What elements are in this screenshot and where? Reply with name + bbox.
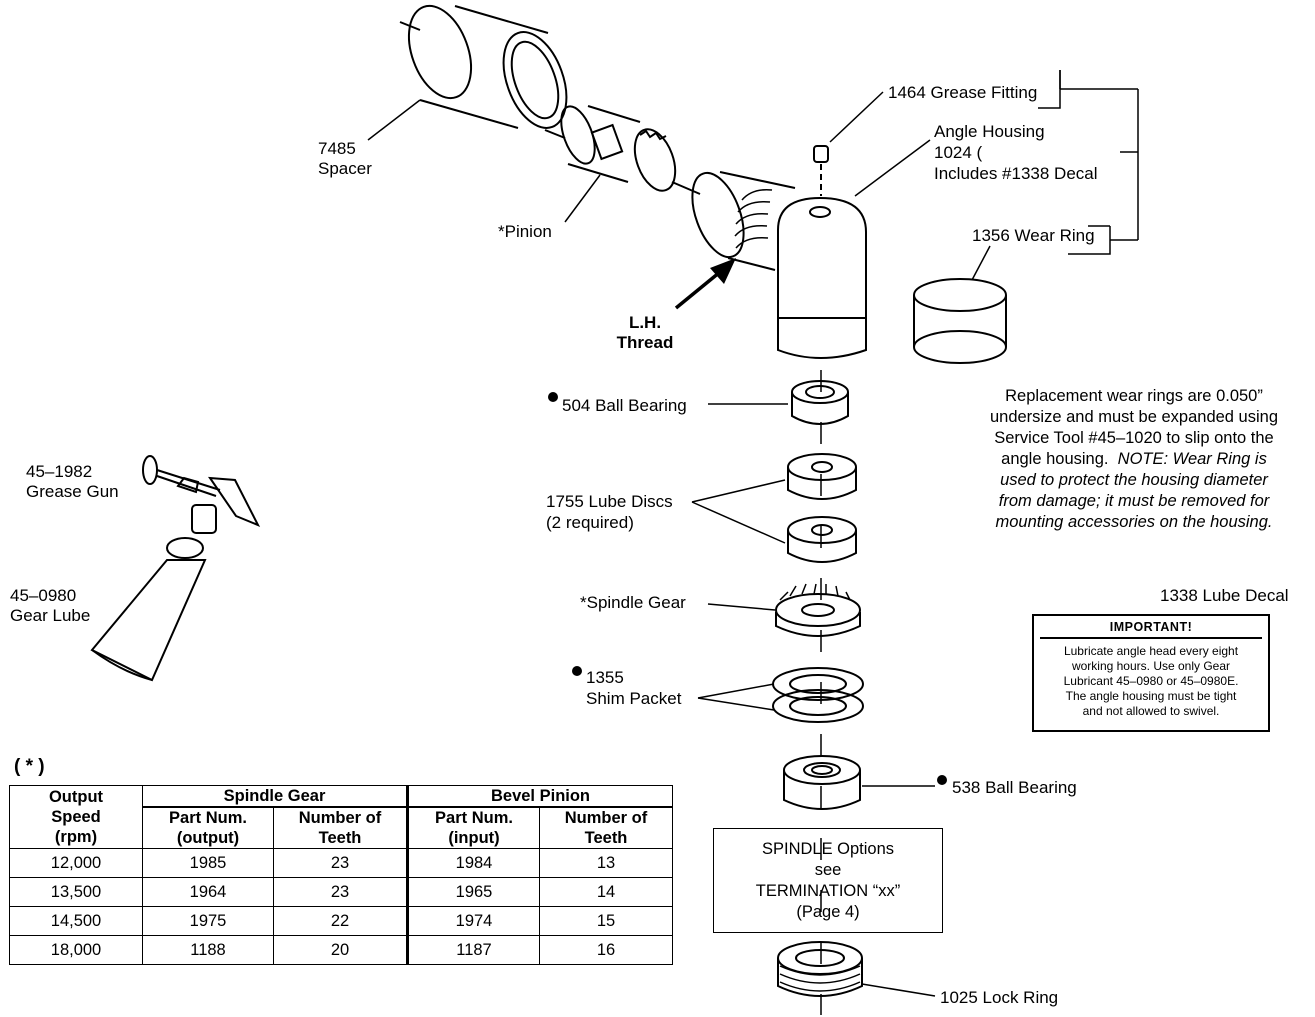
angle-housing-part-number: 1024 ( bbox=[934, 143, 983, 162]
decal-line: and not allowed to swivel. bbox=[1082, 704, 1220, 718]
shim-packet-label: Shim Packet bbox=[586, 689, 682, 708]
note-italic: from damage; it must be removed for bbox=[998, 492, 1270, 510]
spindle-options-box: SPINDLE Options see TERMINATION “xx” (Pa… bbox=[713, 828, 943, 933]
note-line: undersize and must be expanded using bbox=[989, 408, 1279, 426]
spindle-options-line: (Page 4) bbox=[796, 903, 860, 921]
gear-lube-label: Gear Lube bbox=[10, 606, 91, 625]
lh-thread-arrow bbox=[674, 270, 722, 310]
wear-ring-note: Replacement wear rings are 0.050” unders… bbox=[958, 386, 1310, 533]
ball-bearing-538-part bbox=[783, 755, 861, 810]
note-line: Replacement wear rings are 0.050” bbox=[1005, 387, 1263, 405]
leader-lines bbox=[367, 70, 1139, 997]
grease-fitting-part bbox=[813, 145, 829, 196]
lh-thread-arrowhead bbox=[710, 258, 736, 284]
lube-disc-part bbox=[787, 453, 857, 563]
bullet-icon bbox=[572, 666, 582, 676]
decal-line: The angle housing must be tight bbox=[1065, 689, 1237, 703]
header-part-num-output: Part Num.(output) bbox=[142, 806, 274, 849]
gear-lube-part-number: 45–0980 bbox=[10, 586, 77, 605]
decal-header: IMPORTANT! bbox=[1040, 620, 1262, 639]
spacer-label: Spacer bbox=[318, 159, 372, 178]
lh-thread-label-2: Thread bbox=[616, 333, 674, 352]
shim-packet-part bbox=[772, 667, 864, 723]
wear-ring-label: 1356 Wear Ring bbox=[972, 226, 1095, 245]
shim-part-number: 1355 bbox=[586, 668, 624, 687]
grease-gun-label: Grease Gun bbox=[26, 482, 119, 501]
lh-thread-label-1: L.H. bbox=[628, 313, 662, 332]
ball-bearing-538-label: 538 Ball Bearing bbox=[952, 778, 1077, 797]
note-italic: used to protect the housing diameter bbox=[1000, 471, 1268, 489]
lube-decal-box: IMPORTANT! Lubricate angle head every ei… bbox=[1032, 614, 1270, 732]
spacer-part-number: 7485 bbox=[318, 139, 356, 158]
decal-line: Lubricate angle head every eight bbox=[1063, 644, 1239, 658]
angle-housing-includes: Includes #1338 Decal bbox=[934, 164, 1098, 183]
lube-discs-quantity: (2 required) bbox=[546, 513, 634, 532]
bullet-icon bbox=[937, 775, 947, 785]
grease-gun-part-number: 45–1982 bbox=[26, 462, 93, 481]
wear-ring-part bbox=[913, 278, 1007, 364]
header-part-num-input: Part Num.(input) bbox=[406, 806, 540, 849]
note-italic: mounting accessories on the housing. bbox=[995, 513, 1273, 531]
lube-discs-label: 1755 Lube Discs bbox=[546, 492, 673, 511]
spindle-options-line: SPINDLE Options bbox=[761, 840, 895, 858]
ball-bearing-504-label: 504 Ball Bearing bbox=[562, 396, 687, 415]
grease-gun-part bbox=[142, 455, 261, 534]
header-bevel-pinion: Bevel Pinion bbox=[406, 785, 673, 808]
header-spindle-gear: Spindle Gear bbox=[142, 785, 408, 808]
grease-fitting-label: 1464 Grease Fitting bbox=[888, 83, 1038, 102]
angle-housing-part bbox=[691, 171, 867, 359]
angle-housing-label: Angle Housing bbox=[934, 122, 1045, 141]
decal-line: Lubricant 45–0980 or 45–0980E. bbox=[1063, 674, 1239, 688]
spacer-part bbox=[399, 4, 568, 129]
spindle-options-line: see bbox=[814, 861, 842, 879]
gear-lube-tube-part bbox=[90, 537, 207, 682]
note-line: Service Tool #45–1020 to slip onto the bbox=[994, 429, 1274, 447]
lock-ring-label: 1025 Lock Ring bbox=[940, 988, 1059, 1007]
bullet-icon bbox=[548, 392, 558, 402]
decal-line: working hours. Use only Gear bbox=[1071, 659, 1231, 673]
pinion-part bbox=[544, 105, 701, 195]
table-marker: ( * ) bbox=[14, 756, 45, 777]
ball-bearing-504-part bbox=[791, 380, 849, 425]
spindle-gear-part bbox=[775, 583, 861, 637]
spindle-gear-label: *Spindle Gear bbox=[580, 593, 686, 612]
lube-decal-label: 1338 Lube Decal bbox=[1160, 586, 1289, 605]
pinion-label: *Pinion bbox=[498, 222, 552, 241]
spindle-options-line: TERMINATION “xx” bbox=[755, 882, 901, 900]
lock-ring-part bbox=[777, 941, 863, 997]
note-italic: NOTE: Wear Ring is bbox=[1117, 450, 1267, 468]
note-line: angle housing. bbox=[1001, 450, 1109, 468]
